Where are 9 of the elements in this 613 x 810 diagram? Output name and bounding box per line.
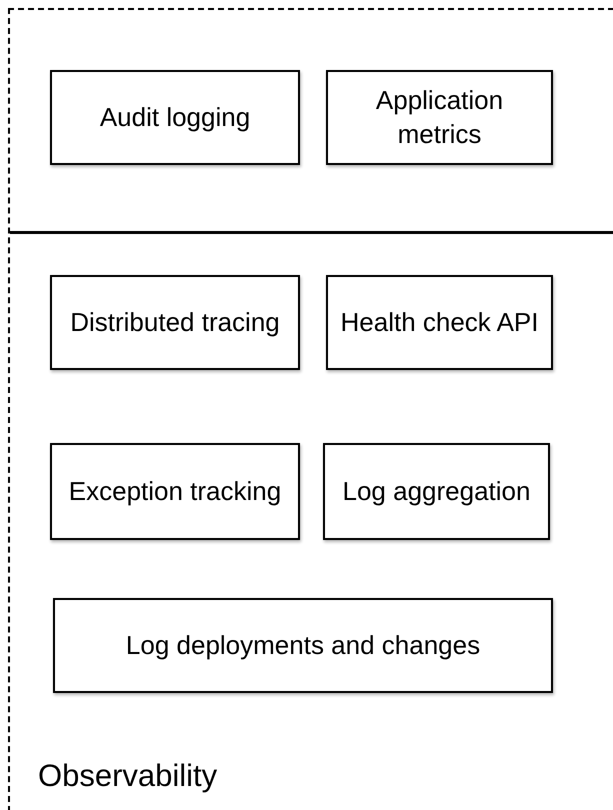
boundary-title: Observability <box>38 758 218 794</box>
component-box: Distributed tracing <box>50 275 300 370</box>
component-box: Application metrics <box>326 70 553 165</box>
component-box: Health check API <box>326 275 553 370</box>
component-box: Log deployments and changes <box>53 598 553 693</box>
component-box: Audit logging <box>50 70 300 165</box>
component-box: Log aggregation <box>323 443 550 540</box>
component-box: Exception tracking <box>50 443 300 540</box>
dashed-boundary <box>8 8 613 810</box>
